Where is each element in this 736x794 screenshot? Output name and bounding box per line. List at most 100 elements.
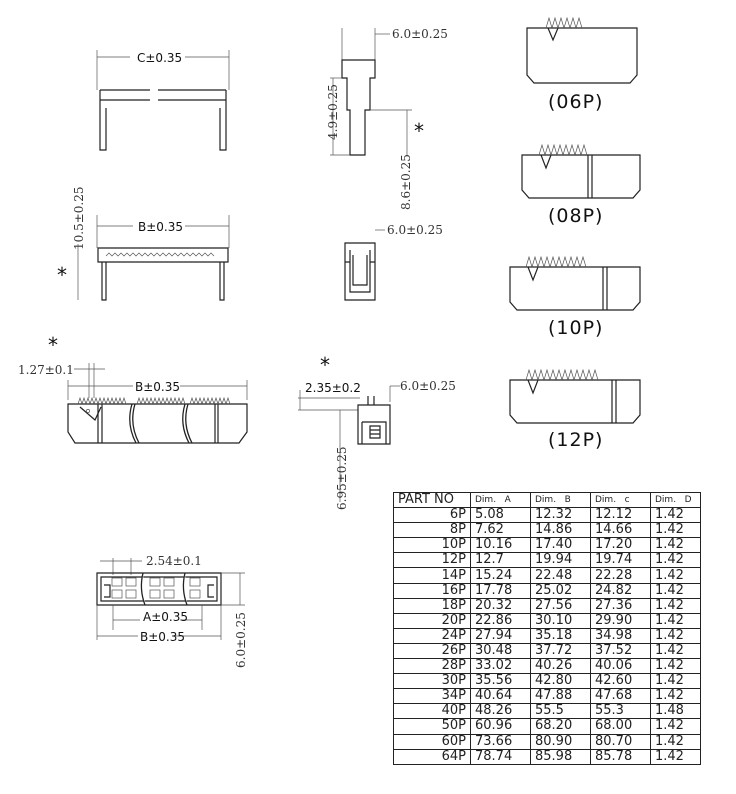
asterisk-mark: *: [320, 353, 330, 377]
dimension-cell: 12.32: [530, 507, 591, 524]
variant-label-12p: (12P): [548, 429, 603, 451]
variant-12p: (12P): [509, 368, 641, 451]
dimension-cell: 27.36: [590, 597, 651, 614]
height-4-9-label: 4.9±0.25: [326, 84, 340, 140]
dimension-cell: 40.64: [470, 688, 531, 705]
dimension-cell: 19.94: [530, 552, 591, 569]
dimension-cell: 68.20: [530, 718, 591, 735]
pitch-2-54-label: 2.54±0.1: [146, 554, 202, 568]
dimension-cell: 1.42: [650, 658, 701, 675]
dimension-cell: 1.42: [650, 688, 701, 705]
dimension-cell: 80.90: [530, 733, 591, 750]
dimension-cell: 30.48: [470, 642, 531, 660]
part-no-cell: 60P: [393, 733, 471, 750]
top-view-long: * 1.27±0.1 B±0.35: [18, 333, 248, 444]
dimension-cell: 1.42: [650, 612, 701, 629]
asterisk-mark: *: [414, 119, 424, 143]
dimension-cell: 22.48: [530, 567, 591, 584]
part-no-cell: 20P: [393, 612, 471, 629]
part-no-cell: 34P: [393, 688, 471, 705]
part-no-cell: 6P: [393, 507, 471, 524]
part-no-cell: 26P: [393, 642, 471, 660]
part-no-cell: 64P: [393, 748, 471, 765]
side-view-top: C±0.35: [96, 50, 230, 151]
dimension-cell: 12.7: [470, 552, 531, 569]
front-view-bottom: 2.54±0.1 A±0.35 B±0.35 6.0±0.25: [96, 554, 248, 668]
dimension-cell: 1.42: [650, 582, 701, 599]
dimension-cell: 10.16: [470, 537, 531, 554]
dimension-cell: 1.42: [650, 627, 701, 644]
dimension-cell: 1.42: [650, 718, 701, 735]
part-no-cell: 8P: [393, 522, 471, 539]
b-dim-label-3: B±0.35: [140, 630, 185, 644]
b-dim-label-2: B±0.35: [135, 380, 180, 394]
variant-label-06p: (06P): [548, 91, 603, 113]
dimension-cell: 22.86: [470, 612, 531, 629]
dimension-cell: 55.3: [590, 703, 651, 720]
dimension-cell: 27.56: [530, 597, 591, 614]
dimension-cell: 1.42: [650, 733, 701, 750]
a-dim-label: A±0.35: [143, 610, 188, 624]
dimension-cell: 48.26: [470, 703, 531, 720]
dimension-cell: 85.98: [530, 748, 591, 765]
dimension-cell: 1.48: [650, 703, 701, 720]
end-view-bottom: * 2.35±0.2 6.0±0.25 6.95±0.25: [298, 353, 456, 510]
dimension-cell: 1.42: [650, 597, 701, 614]
column-header: Dim. c: [590, 491, 651, 509]
asterisk-mark: *: [57, 263, 67, 287]
dimension-cell: 55.5: [530, 703, 591, 720]
dimension-cell: 68.00: [590, 718, 651, 735]
dimension-cell: 37.72: [530, 642, 591, 660]
dimension-cell: 35.18: [530, 627, 591, 644]
variant-label-10p: (10P): [548, 317, 603, 339]
column-header: PART NO: [393, 491, 471, 509]
dimension-cell: 1.42: [650, 522, 701, 539]
offset-2-35-label: 2.35±0.2: [305, 381, 361, 395]
dimension-cell: 5.08: [470, 507, 531, 524]
dimension-cell: 60.96: [470, 718, 531, 735]
height-6-0-label: 6.0±0.25: [234, 612, 248, 668]
dimension-cell: 27.94: [470, 627, 531, 644]
height-6-95-label: 6.95±0.25: [335, 447, 349, 511]
dimension-cell: 1.42: [650, 552, 701, 569]
dimension-cell: 17.40: [530, 537, 591, 554]
dimension-cell: 80.70: [590, 733, 651, 750]
dimension-cell: 40.06: [590, 658, 651, 675]
dimension-cell: 1.42: [650, 537, 701, 554]
dimension-cell: 14.86: [530, 522, 591, 539]
part-no-cell: 30P: [393, 673, 471, 690]
dimension-cell: 19.74: [590, 552, 651, 569]
variant-06p: (06P): [526, 16, 638, 113]
variant-08p: (08P): [521, 143, 641, 227]
dimension-cell: 24.82: [590, 582, 651, 599]
width-label-1: 6.0±0.25: [392, 27, 448, 41]
part-no-cell: 12P: [393, 552, 471, 569]
column-header: Dim. A: [470, 491, 531, 509]
dimension-cell: 42.80: [530, 673, 591, 690]
b-dim-label-1: B±0.35: [138, 220, 183, 234]
dimension-cell: 30.10: [530, 612, 591, 629]
dimension-cell: 7.62: [470, 522, 531, 539]
dimension-cell: 1.42: [650, 642, 701, 660]
dimension-cell: 40.26: [530, 658, 591, 675]
part-no-cell: 24P: [393, 627, 471, 644]
column-header: Dim. B: [530, 491, 591, 509]
end-view-top: 6.0±0.25 4.9±0.25 * 8.6±0.25: [326, 27, 448, 210]
dimension-cell: 12.12: [590, 507, 651, 524]
part-no-cell: 16P: [393, 582, 471, 599]
variant-10p: (10P): [509, 255, 641, 339]
part-no-cell: 28P: [393, 658, 471, 675]
dimension-cell: 17.78: [470, 582, 531, 599]
dimension-cell: 33.02: [470, 658, 531, 675]
